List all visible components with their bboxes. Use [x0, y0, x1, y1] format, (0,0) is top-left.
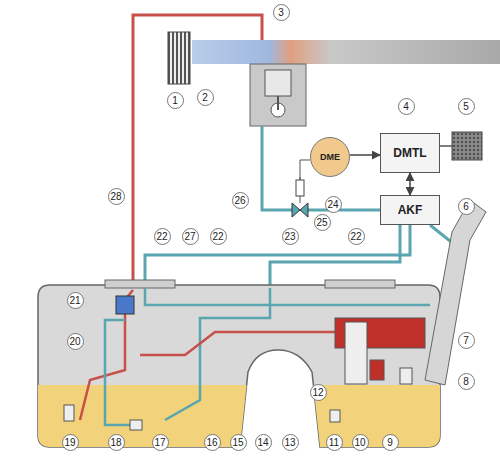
- callout-number: 22: [154, 228, 171, 245]
- callout-number: 2: [197, 89, 214, 106]
- callout-number: 4: [398, 98, 415, 115]
- connector-arrow: [409, 173, 411, 195]
- callout-number: 19: [62, 434, 79, 451]
- callout-number: 10: [352, 434, 369, 451]
- callout-number: 13: [282, 434, 299, 451]
- connector-arrow: [350, 154, 380, 156]
- callout-number: 26: [232, 192, 249, 209]
- callout-number: 22: [210, 228, 227, 245]
- callout-number: 12: [310, 384, 327, 401]
- node-label: AKF: [398, 203, 423, 217]
- callout-number: 21: [67, 292, 84, 309]
- dmtl-box: DMTL: [380, 133, 440, 173]
- callout-number: 20: [67, 333, 84, 350]
- callout-number: 11: [326, 434, 343, 451]
- callout-number: 15: [230, 434, 247, 451]
- callout-number: 28: [108, 188, 125, 205]
- callout-number: 16: [204, 434, 221, 451]
- node-label: DMTL: [393, 146, 426, 160]
- callout-number: 27: [182, 228, 199, 245]
- callout-number: 22: [348, 228, 365, 245]
- akf-box: AKF: [380, 195, 440, 225]
- callout-number: 9: [382, 434, 399, 451]
- callout-number: 14: [255, 434, 272, 451]
- callout-number: 7: [458, 332, 475, 349]
- callout-number: 1: [167, 92, 184, 109]
- callout-number: 23: [282, 228, 299, 245]
- node-label: DME: [320, 152, 340, 162]
- callout-number: 3: [273, 4, 290, 21]
- dme-circle: DME: [310, 137, 350, 177]
- callout-number: 8: [458, 373, 475, 390]
- callout-number: 17: [152, 434, 169, 451]
- callout-number: 24: [325, 196, 342, 213]
- callout-number: 6: [458, 198, 475, 215]
- callout-number: 5: [458, 98, 475, 115]
- callout-number: 25: [314, 214, 331, 231]
- callout-number: 18: [108, 434, 125, 451]
